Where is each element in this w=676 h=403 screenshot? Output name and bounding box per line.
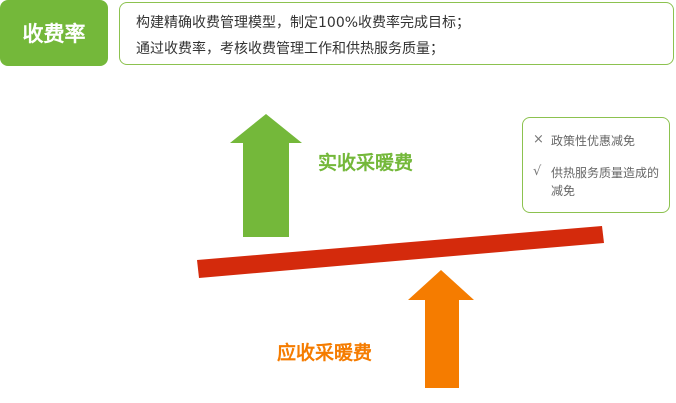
note-item-service: √ 供热服务质量造成的减免 [533, 164, 661, 200]
section-title: 收费率 [22, 22, 86, 46]
check-icon: √ [533, 164, 542, 179]
note-item-policy: × 政策性优惠减免 [533, 132, 661, 150]
orange-up-arrow [408, 270, 474, 388]
description-box: 构建精确收费管理模型，制定100%收费率完成目标； 通过收费率，考核收费管理工作… [119, 2, 674, 65]
deduction-notes-box: × 政策性优惠减免 √ 供热服务质量造成的减免 [522, 117, 670, 213]
description-line-2: 通过收费率，考核收费管理工作和供热服务质量； [136, 41, 444, 57]
description-line-1: 构建精确收费管理模型，制定100%收费率完成目标； [136, 15, 471, 31]
section-title-badge: 收费率 [0, 0, 108, 66]
real-heating-fee-label: 实收采暖费 [318, 152, 414, 174]
note-text-policy: 政策性优惠减免 [551, 134, 636, 148]
red-balance-beam [197, 226, 604, 278]
cross-icon: × [533, 132, 544, 147]
due-heating-fee-label: 应收采暖费 [277, 342, 373, 364]
note-text-service: 供热服务质量造成的减免 [551, 166, 660, 198]
green-up-arrow [230, 114, 302, 237]
